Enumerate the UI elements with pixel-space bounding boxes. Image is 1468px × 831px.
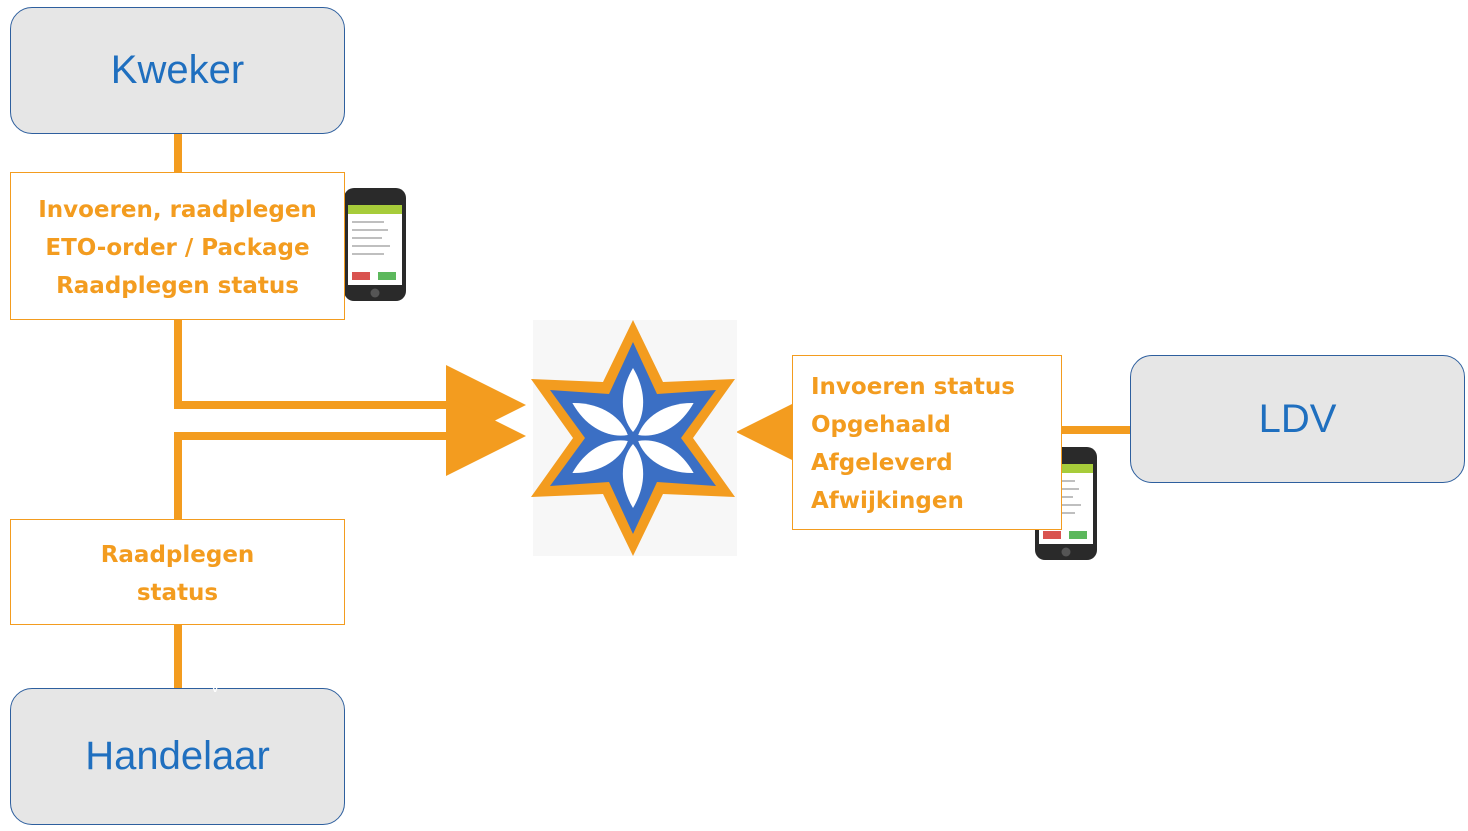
actor-handelaar: Handelaar <box>10 688 345 825</box>
actor-kweker: Kweker <box>10 7 345 134</box>
arrow-handelaar-to-hub <box>174 396 526 519</box>
note-handelaar: Raadplegen status <box>10 519 345 625</box>
actor-ldv: LDV <box>1130 355 1465 483</box>
note-kweker-line: Invoeren, raadplegen <box>38 197 317 223</box>
smartphone-icon <box>344 188 406 301</box>
note-handelaar-line: Raadplegen <box>100 542 255 568</box>
note-kweker: Invoeren, raadplegen ETO-order / Package… <box>10 172 345 320</box>
note-ldv: Invoeren status Opgehaald Afgeleverd Afw… <box>792 355 1062 530</box>
actor-kweker-label: Kweker <box>110 48 245 92</box>
note-kweker-line: ETO-order / Package <box>45 235 310 261</box>
note-ldv-line: Opgehaald <box>811 412 951 438</box>
arrow-kweker-to-hub <box>174 320 526 445</box>
note-ldv-line: Invoeren status <box>811 374 1015 400</box>
star-flower-logo <box>531 320 737 556</box>
note-kweker-line: Raadplegen status <box>56 273 299 299</box>
note-ldv-line: Afwijkingen <box>811 488 964 514</box>
connectors <box>174 134 1130 688</box>
note-handelaar-line: status <box>136 580 219 606</box>
note-ldv-line: Afgeleverd <box>811 450 953 476</box>
stray-mark: v <box>211 680 220 696</box>
actor-ldv-label: LDV <box>1258 396 1337 441</box>
actor-handelaar-label: Handelaar <box>85 734 270 778</box>
